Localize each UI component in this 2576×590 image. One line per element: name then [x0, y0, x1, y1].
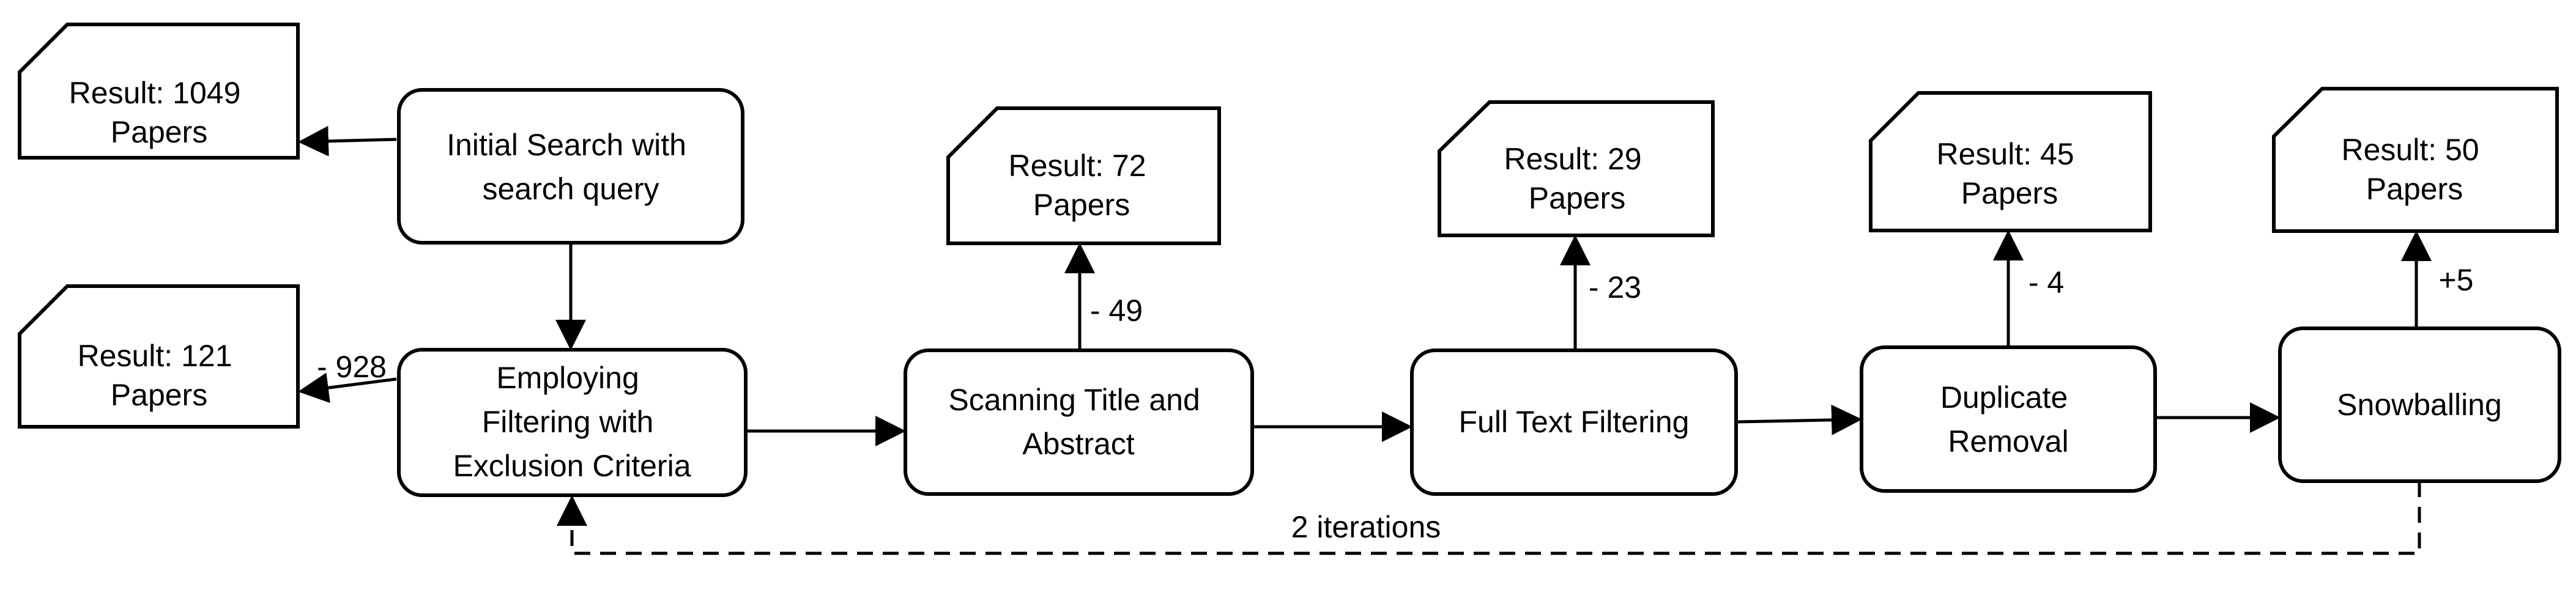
edge-label-minus-49: - 49	[1090, 293, 1143, 328]
result-label: Result: 29	[1504, 142, 1641, 176]
svg-text:Snowballing: Snowballing	[2337, 388, 2502, 422]
svg-text:Employing Filtering with: Employing Filtering with Exclusion Crite…	[453, 361, 691, 483]
result-unit: Papers	[2366, 172, 2463, 206]
result-box-1049: Result: 1049 Papers	[18, 23, 300, 160]
result-unit: Papers	[111, 378, 207, 412]
process-label: Employing	[496, 361, 639, 395]
process-duplicate-removal: Duplicate Removal	[1860, 345, 2157, 493]
result-unit: Papers	[1033, 188, 1130, 222]
result-label: Result: 72	[1008, 149, 1146, 183]
result-box-121: Result: 121 Papers	[18, 284, 300, 429]
process-label: Initial Search with	[447, 128, 686, 162]
process-snowballing: Snowballing	[2278, 326, 2561, 483]
svg-text:Result: 72 Papers: Result: 72 Papers	[1008, 149, 1154, 222]
process-label: Duplicate	[1940, 380, 2068, 415]
result-label: Result: 50	[2341, 133, 2479, 167]
arrow-initial-to-result-1049	[298, 125, 397, 157]
edge-label-minus-4: - 4	[2029, 265, 2064, 300]
svg-text:Result: 45 Papers: Result: 45 Papers	[1936, 137, 2082, 210]
result-box-45: Result: 45 Papers	[1869, 91, 2152, 232]
process-label: Full Text Filtering	[1459, 405, 1690, 439]
arrow-filtering-to-result-121	[298, 372, 397, 404]
arrow-full-text-to-duplicate	[1735, 404, 1862, 435]
process-employing-filtering: Employing Filtering with Exclusion Crite…	[397, 348, 748, 497]
result-unit: Papers	[1961, 176, 2058, 210]
result-unit: Papers	[111, 115, 207, 149]
process-initial-search: Initial Search with search query	[397, 88, 744, 245]
result-unit: Papers	[1529, 181, 1625, 215]
svg-text:Full Text Filtering: Full Text Filtering	[1459, 405, 1690, 439]
result-box-50: Result: 50 Papers	[2272, 87, 2559, 233]
svg-text:Result: 29 Papers: Result: 29 Papers	[1504, 142, 1650, 215]
process-label: Abstract	[1022, 427, 1135, 461]
process-label: Exclusion Criteria	[453, 449, 691, 483]
result-label: Result: 121	[78, 339, 232, 373]
edge-label-minus-23: - 23	[1589, 270, 1641, 304]
process-label: Removal	[1948, 424, 2068, 459]
edge-label-minus-928: - 928	[317, 350, 387, 384]
svg-text:Duplicate Removal: Duplicate Removal	[1940, 380, 2076, 459]
svg-text:Result: 50 Papers: Result: 50 Papers	[2341, 133, 2487, 206]
process-label: search query	[482, 172, 659, 206]
process-label: Scanning Title and	[948, 383, 1200, 417]
arrow-iteration-loop	[557, 481, 2421, 555]
svg-text:Result: 121 Papers: Result: 121 Papers	[78, 339, 241, 412]
result-box-72: Result: 72 Papers	[946, 106, 1221, 245]
svg-text:Result: 1049 Papers: Result: 1049 Papers	[69, 76, 250, 149]
result-box-29: Result: 29 Papers	[1438, 100, 1715, 237]
edge-label-iterations: 2 iterations	[1291, 510, 1441, 544]
result-label: Result: 1049	[69, 76, 241, 110]
process-scanning-title: Scanning Title and Abstract	[904, 348, 1254, 496]
edge-label-plus-5: +5	[2438, 263, 2473, 297]
process-label: Snowballing	[2337, 388, 2502, 422]
svg-text:Scanning Title and Abstr: Scanning Title and Abstract	[948, 383, 1208, 461]
result-label: Result: 45	[1936, 137, 2074, 171]
process-label: Filtering with	[482, 405, 654, 439]
svg-text:Initial Search with sear: Initial Search with search query	[447, 128, 695, 206]
process-full-text-filtering: Full Text Filtering	[1410, 348, 1738, 496]
